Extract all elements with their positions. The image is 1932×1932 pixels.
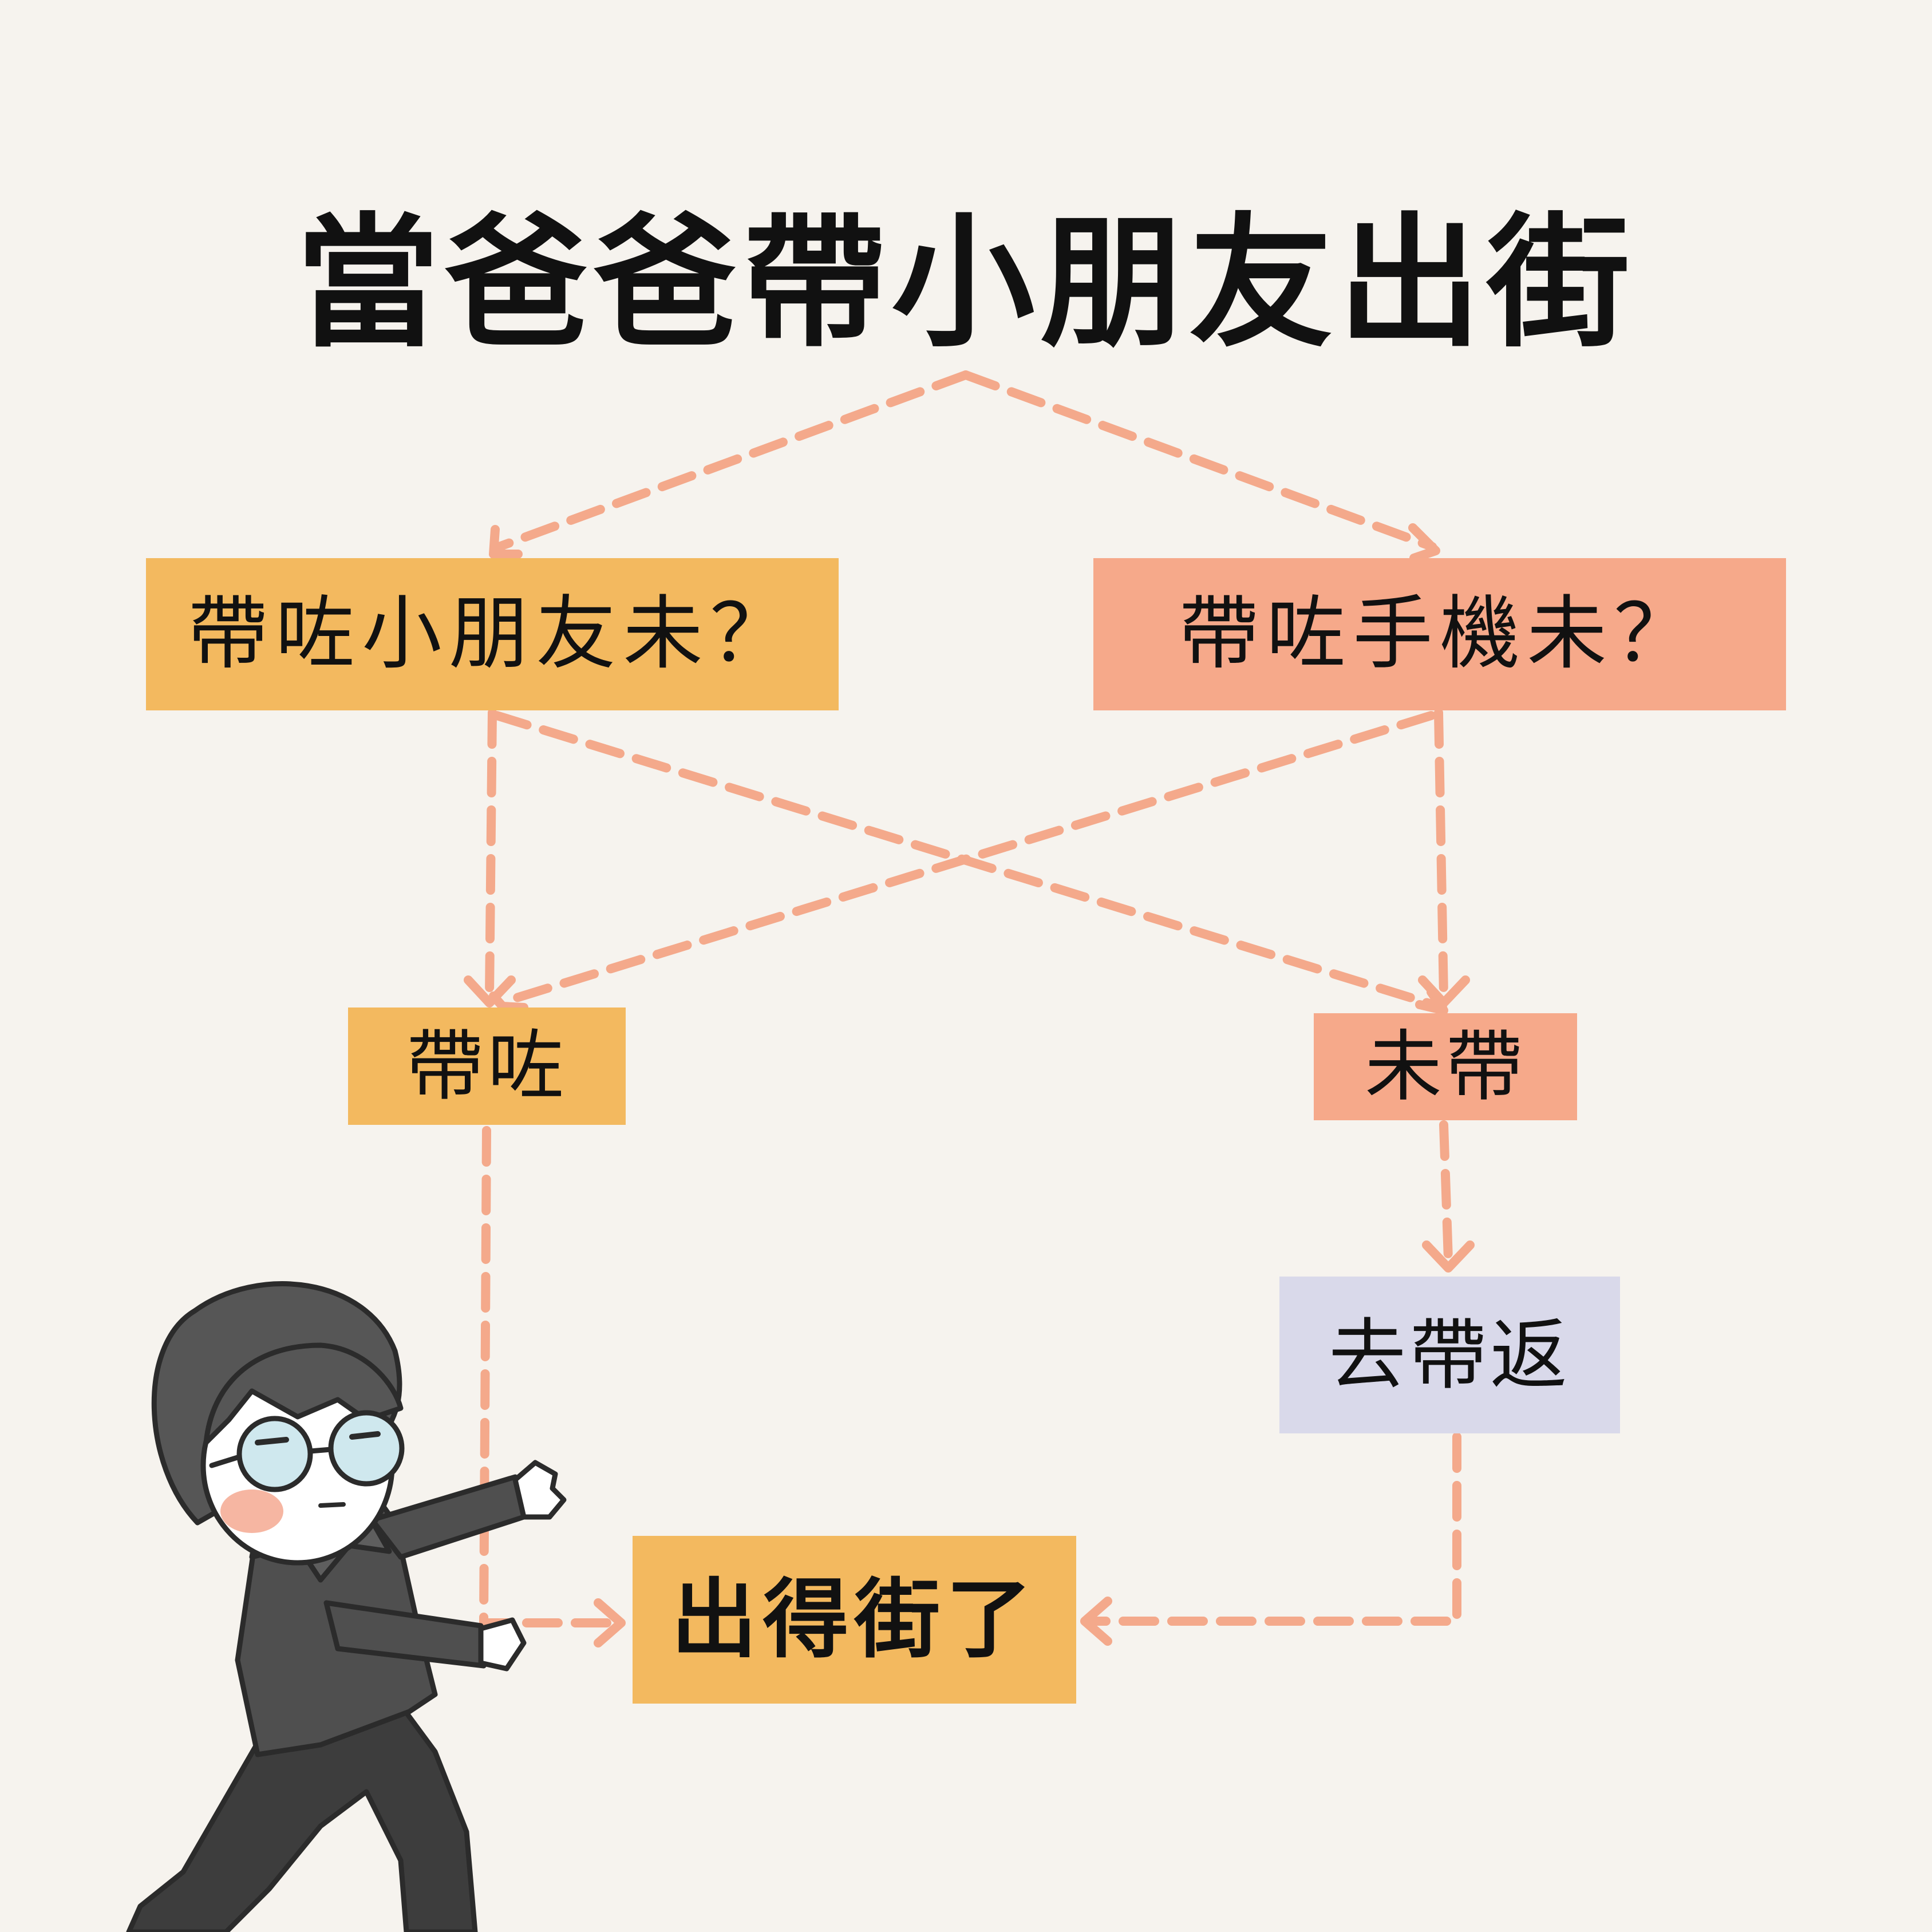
brought-box: 帶咗: [348, 1008, 626, 1125]
can-go-out-label: 出得街了: [671, 1570, 1038, 1670]
connector-fetch-to-done: [1089, 1432, 1461, 1626]
arrowhead-icon: [489, 991, 528, 1012]
question-phone-label: 帶咗手機未？: [1178, 587, 1701, 681]
connector-title-to-phone-question: [961, 370, 1437, 551]
not-brought-label: 未帶: [1365, 1022, 1526, 1112]
dad-character-illustration: [126, 1281, 567, 1932]
connector-phone-to-not-brought: [1434, 708, 1448, 1001]
connector-child-to-brought: [485, 708, 497, 1001]
question-child-box: 帶咗小朋友未？: [146, 558, 839, 710]
arrowheads: [464, 523, 1475, 1647]
arrowhead-icon: [489, 525, 523, 559]
question-child-label: 帶咗小朋友未？: [187, 587, 797, 681]
go-fetch-box: 去帶返: [1279, 1277, 1620, 1433]
go-fetch-label: 去帶返: [1329, 1310, 1571, 1400]
connector-phone-to-brought: [499, 711, 1436, 1006]
can-go-out-box: 出得街了: [633, 1536, 1076, 1704]
connector-not-to-fetch: [1439, 1120, 1453, 1264]
not-brought-box: 未帶: [1314, 1013, 1577, 1120]
arrowhead-icon: [1422, 1240, 1475, 1273]
arrowhead-icon: [464, 975, 516, 1008]
brought-label: 帶咗: [406, 1021, 568, 1111]
arrowhead-icon: [1418, 975, 1470, 1008]
question-phone-box: 帶咗手機未？: [1093, 558, 1786, 710]
connector-title-to-child-question: [495, 370, 970, 551]
connector-brought-to-done: [479, 1126, 617, 1627]
arrowhead-icon: [1080, 1597, 1112, 1646]
page-title: 當爸爸帶小朋友出街: [296, 200, 1636, 366]
arrowhead-icon: [1408, 523, 1440, 563]
arrowhead-icon: [594, 1598, 626, 1647]
